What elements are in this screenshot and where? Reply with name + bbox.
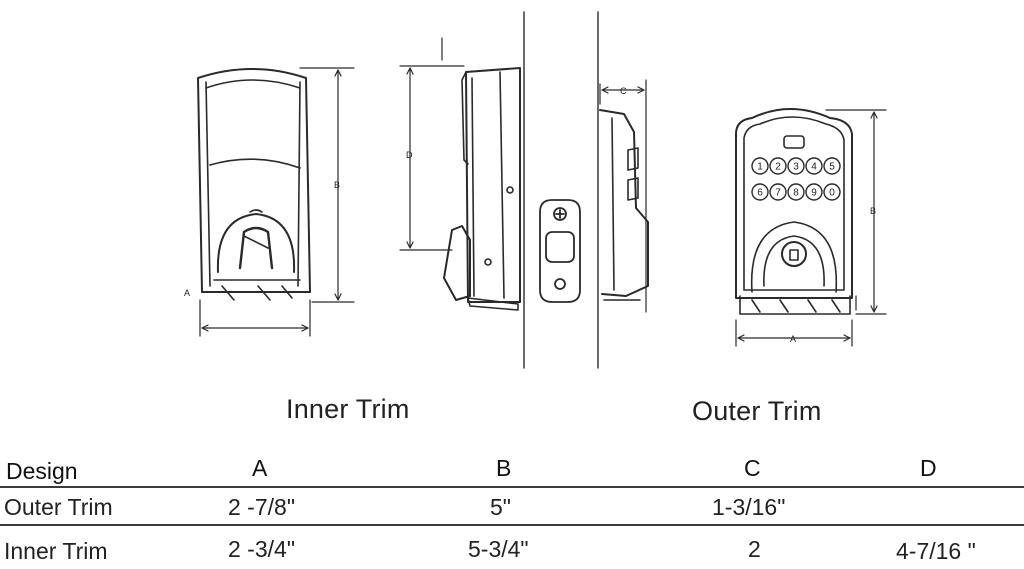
cell-a: 2 -3/4" — [228, 536, 295, 562]
row-label: Inner Trim — [4, 538, 108, 564]
inner-trim-caption: Inner Trim — [286, 394, 410, 424]
header-b: B — [496, 455, 512, 481]
inner-trim-front-view — [197, 68, 311, 301]
keypad-button — [805, 157, 823, 175]
keypad-digit: 6 — [757, 188, 763, 199]
cell-c: 2 — [748, 536, 761, 562]
keypad-digit: 3 — [793, 162, 799, 173]
inner-b-letter: B — [334, 180, 340, 190]
cell-b: 5" — [490, 494, 511, 520]
keypad-button — [769, 183, 787, 201]
header-a: A — [252, 455, 268, 481]
table-rule-2 — [0, 524, 1024, 526]
inner-a-dimension — [199, 299, 311, 337]
keypad-button — [805, 183, 823, 201]
outer-b-dimension — [825, 109, 887, 315]
keypad-digit: 2 — [775, 162, 781, 173]
cell-a: 2 -7/8" — [228, 494, 295, 520]
keypad-digit: 9 — [811, 188, 817, 199]
side-c-letter: C — [620, 86, 627, 96]
keypad-button — [787, 157, 805, 175]
outer-a-dimension — [735, 319, 853, 347]
keypad-digit: 4 — [811, 162, 817, 173]
keypad-button — [751, 183, 769, 201]
keypad-digit: 7 — [775, 188, 781, 199]
table-rule-1 — [0, 486, 1024, 488]
side-c-dimension — [599, 79, 647, 313]
side-d-dimension — [399, 37, 465, 251]
cell-b: 5-3/4" — [468, 536, 529, 562]
inner-b-dimension — [299, 67, 355, 303]
header-c: C — [744, 455, 761, 481]
header-d: D — [920, 455, 937, 481]
keypad-button — [751, 157, 769, 175]
inner-a-letter: A — [184, 288, 190, 298]
keypad-digit: 1 — [757, 162, 763, 173]
side-view-outer — [599, 109, 649, 301]
door-edge — [523, 11, 599, 369]
cell-c: 1-3/16" — [712, 494, 786, 520]
keypad-digit: 0 — [829, 188, 835, 199]
outer-a-letter: A — [790, 334, 796, 344]
keypad-digit: 5 — [829, 162, 835, 173]
keypad: 1 2 3 4 5 6 7 8 9 0 — [751, 157, 841, 201]
keypad-button — [823, 157, 841, 175]
outer-trim-caption: Outer Trim — [692, 396, 822, 426]
keypad-button — [823, 183, 841, 201]
keypad-button — [769, 157, 787, 175]
keypad-digit: 8 — [793, 188, 799, 199]
outer-b-letter: B — [870, 206, 876, 216]
strike-plate — [539, 199, 581, 303]
keypad-button — [787, 183, 805, 201]
side-view-inner — [443, 67, 521, 311]
header-design: Design — [6, 458, 78, 484]
cell-d: 4-7/16 " — [896, 538, 976, 564]
outer-trim-front-view — [735, 108, 853, 315]
side-d-letter: D — [406, 150, 413, 160]
row-label: Outer Trim — [4, 494, 113, 520]
lock-dimension-drawing: 1 2 3 4 5 6 7 8 9 0 A B D C A B — [184, 11, 887, 369]
